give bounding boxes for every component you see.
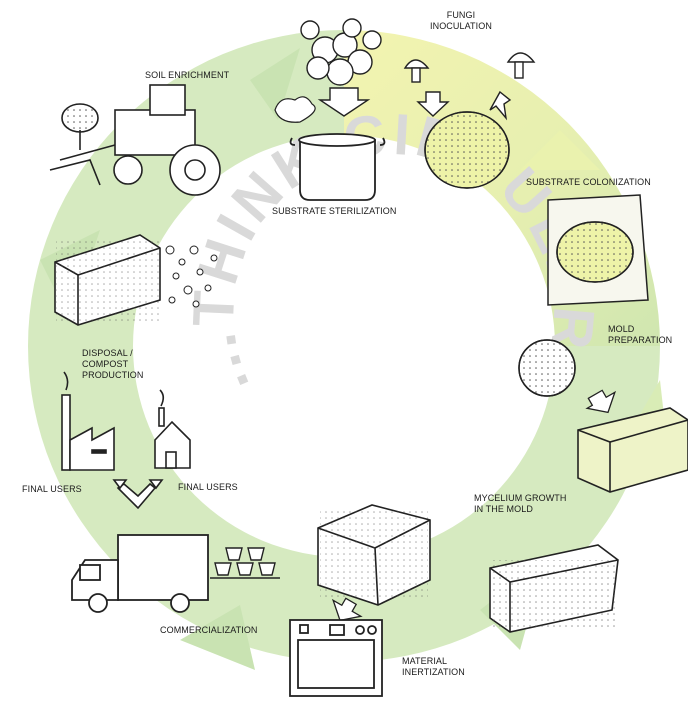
disposal-block-illustration (55, 235, 160, 325)
colonized-substrate-illustration (425, 112, 509, 188)
label-mold-preparation: MOLD PREPARATION (608, 324, 672, 346)
label-substrate-sterilization: SUBSTRATE STERILIZATION (272, 206, 396, 217)
house-illustration (155, 390, 190, 468)
bag-illustration (548, 195, 648, 305)
mycelium-ball-illustration (519, 340, 575, 396)
inertized-block-illustration (318, 505, 430, 605)
label-final-users-left: FINAL USERS (22, 484, 82, 495)
truck-illustration (72, 535, 208, 612)
label-commercialization: COMMERCIALIZATION (160, 625, 258, 636)
label-substrate-colonization: SUBSTRATE COLONIZATION (526, 177, 651, 188)
label-soil-enrichment: SOIL ENRICHMENT (145, 70, 229, 81)
label-fungi-inoculation: FUNGI INOCULATION (430, 10, 492, 32)
label-final-users-right: FINAL USERS (178, 482, 238, 493)
label-disposal-compost: DISPOSAL / COMPOST PRODUCTION (82, 348, 144, 381)
oven-illustration (290, 620, 382, 696)
label-mycelium-growth: MYCELIUM GROWTH IN THE MOLD (474, 493, 567, 515)
label-material-inertization: MATERIAL INERTIZATION (402, 656, 465, 678)
